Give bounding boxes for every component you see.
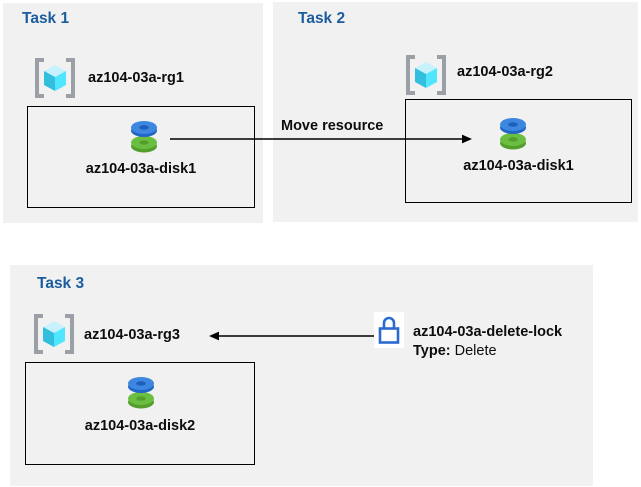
delete-lock-type: Type: Delete [413, 343, 497, 360]
delete-lock-name: az104-03a-delete-lock [413, 324, 563, 340]
resource-group-icon [34, 314, 74, 354]
disk-icon [128, 377, 154, 409]
task2-resource-group-label: az104-03a-rg2 [457, 64, 553, 80]
task3-resource-label: az104-03a-disk2 [84, 418, 196, 434]
task3-panel [10, 265, 593, 486]
disk-icon [500, 118, 526, 150]
task1-resource-label: az104-03a-disk1 [85, 161, 197, 177]
task3-resource-box [25, 362, 255, 465]
resource-group-icon [406, 55, 446, 95]
delete-lock-type-label: Type: [413, 343, 451, 359]
task3-title: Task 3 [37, 275, 85, 292]
resource-group-icon [35, 58, 75, 98]
task1-panel [3, 3, 263, 223]
disk-icon [131, 121, 157, 153]
lock-icon [374, 312, 404, 348]
task3-resource-group-label: az104-03a-rg3 [84, 327, 180, 343]
task1-title: Task 1 [22, 10, 70, 27]
task2-title: Task 2 [298, 10, 346, 27]
delete-lock-type-value: Delete [454, 343, 497, 359]
task2-panel [273, 2, 638, 222]
move-resource-label: Move resource [281, 118, 384, 134]
task2-resource-label: az104-03a-disk1 [463, 158, 574, 174]
task1-resource-box [27, 106, 255, 208]
task2-resource-box [405, 99, 632, 203]
task1-resource-group-label: az104-03a-rg1 [88, 70, 184, 86]
